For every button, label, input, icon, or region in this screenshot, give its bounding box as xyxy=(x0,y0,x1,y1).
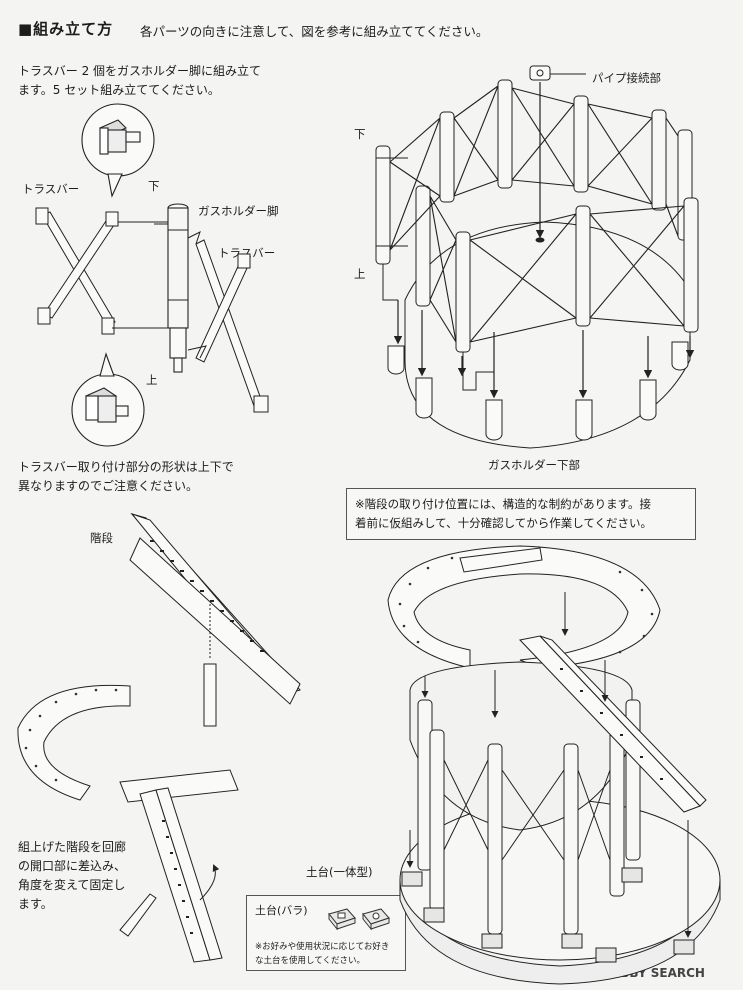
step1-caution-line1: トラスバー取り付け部分の形状は上下で xyxy=(18,460,234,474)
gas-holder-leg xyxy=(167,203,189,373)
caution-note-line1: ※階段の取り付け位置には、構造的な制約があります。接 xyxy=(355,497,651,511)
step3-instruction: 組上げた階段を回廊 の開口部に差込み、 角度を変えて固定し ます。 xyxy=(18,838,126,914)
step2-truss-ring-diagram xyxy=(375,65,699,449)
truss-ring-legs xyxy=(375,79,699,353)
label-step2-down: 下 xyxy=(354,127,366,141)
separate-base-note-line2: な土台を使用してください。 xyxy=(255,956,365,966)
separate-base-note: ※お好みや使用状況に応じてお好き な土台を使用してください。 xyxy=(255,940,389,968)
hobby-search-text: HOBBY SEARCH xyxy=(600,966,705,980)
truss-bar-left xyxy=(35,207,119,335)
gas-holder-lower-dome xyxy=(404,221,691,449)
label-step1-bottom: 下 xyxy=(148,179,160,193)
step1-caution: トラスバー取り付け部分の形状は上下で 異なりますのでご注意ください。 xyxy=(18,458,234,496)
separate-base-note-line1: ※お好みや使用状況に応じてお好き xyxy=(255,942,390,952)
separate-base-illustration xyxy=(328,908,390,931)
label-pipe-joint: パイプ接続部 xyxy=(592,71,661,85)
step1-truss-diagram xyxy=(35,103,269,447)
hobby-search-watermark: H HOBBY SEARCH xyxy=(582,966,705,980)
step3-assembled-stair xyxy=(119,769,239,963)
label-stairs: 階段 xyxy=(90,531,113,545)
separate-base-title: 土台(バラ) xyxy=(255,904,308,917)
step3-instruction-line4: ます。 xyxy=(18,897,53,911)
assembly-legs xyxy=(417,699,641,935)
hobby-search-logo-icon: H xyxy=(582,966,596,980)
detail-callout-top xyxy=(81,103,155,177)
step3-ring-walkway xyxy=(17,684,131,801)
step1-instruction-line2: ます。5 セット組み立ててください。 xyxy=(18,83,220,97)
truss-bar-right xyxy=(195,239,269,413)
assembly-bracing xyxy=(443,759,611,861)
label-truss-bar-right: トラスバー xyxy=(218,246,276,260)
step4-full-assembly-diagram xyxy=(387,545,721,985)
truss-ring-bracing xyxy=(389,85,685,343)
step1-instruction: トラスバー 2 個をガスホルダー脚に組み立て ます。5 セット組み立ててください… xyxy=(18,62,261,100)
label-gas-holder-lower: ガスホルダー下部 xyxy=(488,458,580,472)
step3-instruction-line3: 角度を変えて固定し xyxy=(18,878,126,892)
label-gas-holder-leg: ガスホルダー脚 xyxy=(198,204,279,218)
integral-base-disc xyxy=(399,799,721,985)
lower-leg-sockets xyxy=(387,341,689,441)
detail-callout-bottom xyxy=(71,373,145,447)
gas-holder-body xyxy=(409,661,633,831)
label-truss-bar-left: トラスバー xyxy=(22,182,80,196)
pipe-joint xyxy=(529,65,586,81)
label-step1-top: 上 xyxy=(146,373,158,387)
truss-end-detail-bottom-icon xyxy=(84,387,129,423)
step1-instruction-line1: トラスバー 2 個をガスホルダー脚に組み立て xyxy=(18,64,262,78)
truss-end-detail-top-icon xyxy=(99,119,141,155)
page-title: ■組み立て方 xyxy=(18,20,114,38)
step3-instruction-line1: 組上げた階段を回廊 xyxy=(18,840,127,854)
label-base-integral: 土台(一体型) xyxy=(306,865,373,879)
caution-note-box: ※階段の取り付け位置には、構造的な制約があります。接 着前に仮組みして、十分確認… xyxy=(346,488,696,540)
step3-instruction-line2: の開口部に差込み、 xyxy=(18,859,127,873)
assembly-footings xyxy=(401,867,695,963)
page-subtitle: 各パーツの向きに注意して、図を参考に組み立ててください。 xyxy=(140,24,489,39)
separate-base-box: 土台(バラ) ※お好みや使用状況に応じてお好き な土台を使用してください。 xyxy=(246,895,406,971)
assembly-stair xyxy=(519,635,707,813)
stair-part-upper xyxy=(129,512,301,727)
top-ring-walkway xyxy=(387,545,661,669)
caution-note-line2: 着前に仮組みして、十分確認してから作業してください。 xyxy=(355,516,653,530)
label-step2-up: 上 xyxy=(354,267,366,281)
step1-caution-line2: 異なりますのでご注意ください。 xyxy=(18,479,199,493)
